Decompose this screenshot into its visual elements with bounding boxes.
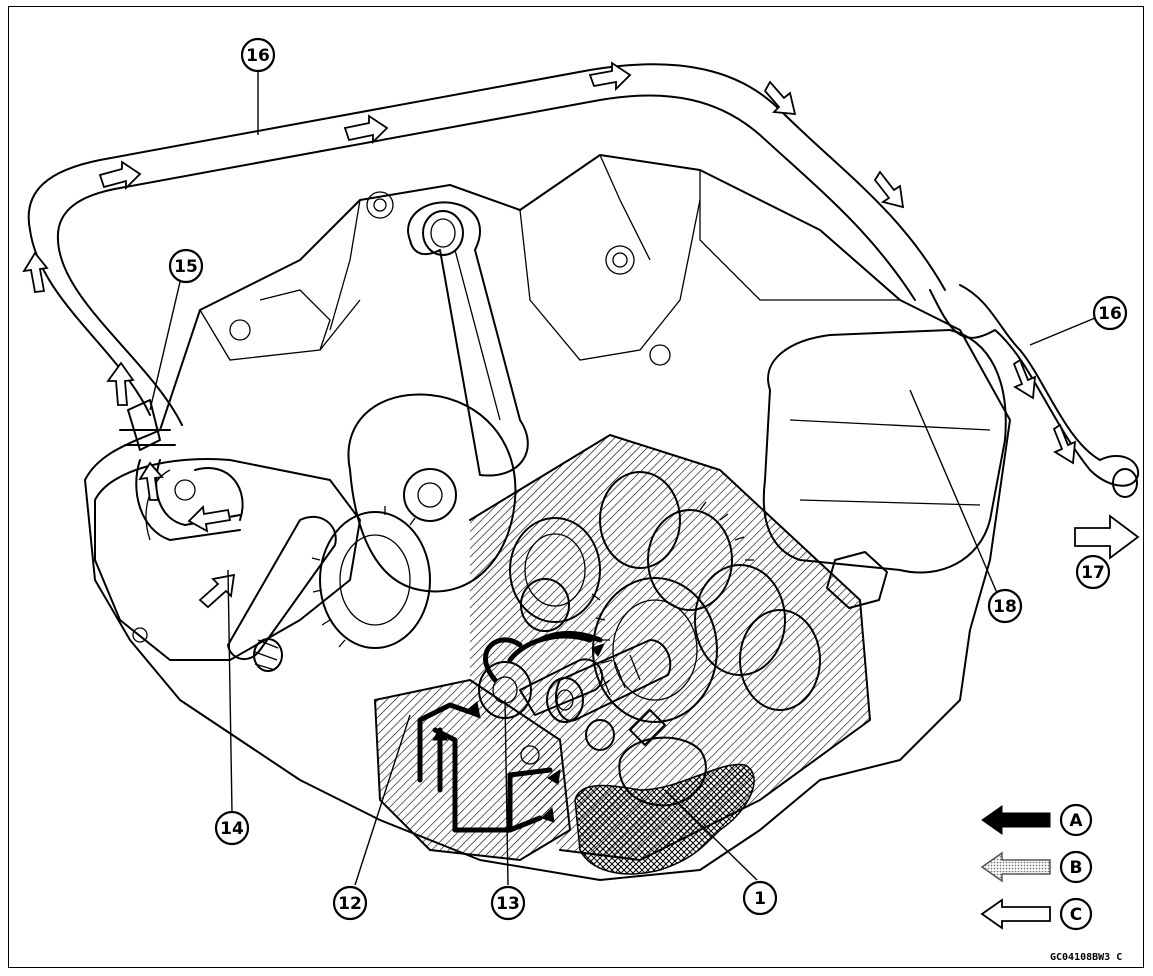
legend: A B C xyxy=(980,803,1093,931)
callout-1-label: 1 xyxy=(754,889,766,909)
legend-arrow-a xyxy=(981,805,1051,835)
callout-15-label: 15 xyxy=(174,257,198,277)
callout-16-top-label: 16 xyxy=(246,46,270,66)
connecting-rod xyxy=(407,201,529,477)
callout-15: 15 xyxy=(168,248,204,284)
legend-item-c: C xyxy=(980,897,1093,931)
callout-17-label: 17 xyxy=(1081,563,1105,583)
callout-1: 1 xyxy=(742,880,778,916)
callout-16-right: 16 xyxy=(1092,295,1128,331)
oil-flow-path xyxy=(417,630,605,833)
legend-arrow-c xyxy=(980,898,1051,930)
legend-label-c: C xyxy=(1070,905,1082,925)
callout-14: 14 xyxy=(214,810,250,846)
breather-hose xyxy=(27,63,1140,498)
legend-item-a: A xyxy=(981,803,1093,837)
callout-14-label: 14 xyxy=(220,819,244,839)
callout-12-label: 12 xyxy=(338,894,362,914)
legend-label-b: B xyxy=(1070,858,1083,878)
leader-lines xyxy=(149,72,1096,886)
figure-code: GC04108BW3 C xyxy=(1050,952,1122,963)
callout-18: 18 xyxy=(987,588,1023,624)
callout-16-right-label: 16 xyxy=(1098,304,1122,324)
callout-17: 17 xyxy=(1075,554,1111,590)
hose-flow-arrows xyxy=(22,61,1077,465)
callout-18-label: 18 xyxy=(993,597,1017,617)
diagram-frame xyxy=(8,6,1144,968)
legend-arrow-b xyxy=(980,851,1051,883)
oil-pump xyxy=(374,658,615,861)
callout-16-top: 16 xyxy=(240,37,276,73)
legend-label-a: A xyxy=(1069,811,1083,831)
callout-12: 12 xyxy=(332,885,368,921)
left-cover xyxy=(94,458,431,672)
outlet-arrow-17 xyxy=(1074,514,1140,560)
breather-fitting xyxy=(119,399,244,609)
legend-item-b: B xyxy=(980,850,1093,884)
callout-13: 13 xyxy=(490,885,526,921)
callout-13-label: 13 xyxy=(496,894,520,914)
oil-strainer xyxy=(574,709,755,875)
